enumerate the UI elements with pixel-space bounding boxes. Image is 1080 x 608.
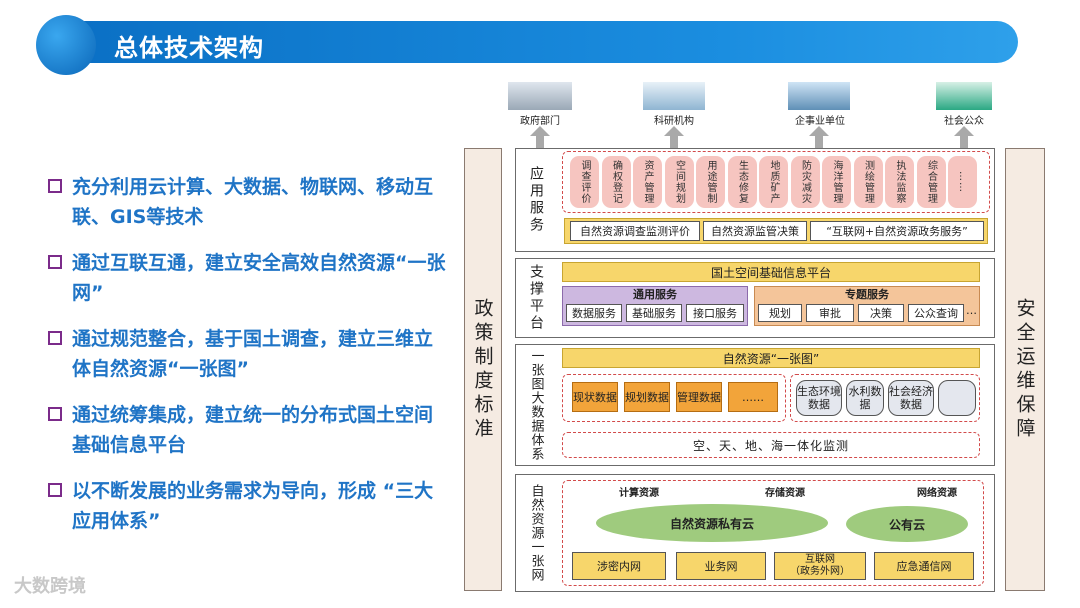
data-management: 管理数据: [676, 382, 722, 412]
data-water: 水利数据: [846, 380, 884, 416]
policy-standard-column: 政策制度标准: [464, 148, 502, 591]
entity-public: 社会公众: [922, 112, 1006, 127]
app-pill: 防灾减灾: [791, 156, 820, 208]
square-bullet-icon: [48, 331, 62, 345]
research-lab-image: [643, 82, 705, 110]
bullet-list: 充分利用云计算、大数据、物联网、移动互联、GIS等技术 通过互联互通，建立安全高…: [48, 172, 448, 552]
data-more: ……: [728, 382, 778, 412]
up-arrow-icon: [954, 126, 974, 136]
bullet-item: 通过互联互通，建立安全高效自然资源“一张网”: [48, 248, 448, 308]
special-planning: 规划: [758, 304, 802, 322]
public-people-image: [936, 82, 992, 110]
net-emergency: 应急通信网: [874, 552, 974, 580]
app-pill: 生态修复: [728, 156, 757, 208]
app-pill: 地质矿产: [759, 156, 788, 208]
network-resource: 网络资源: [902, 484, 972, 499]
app-pill: ……: [948, 156, 977, 208]
government-building-image: [508, 82, 572, 110]
layer-application-label: 应用服务: [518, 152, 554, 248]
app-gov-service: “互联网+自然资源政务服务”: [810, 221, 984, 241]
up-arrow-icon: [809, 126, 829, 136]
net-business: 业务网: [676, 552, 766, 580]
net-classified: 涉密内网: [572, 552, 666, 580]
security-ops-column: 安全运维保障: [1005, 148, 1045, 591]
layer-data-label: 一张图大数据体系: [518, 348, 554, 462]
app-pill: 用途管制: [696, 156, 725, 208]
app-pill: 执法监察: [885, 156, 914, 208]
square-bullet-icon: [48, 179, 62, 193]
arrow-stem: [536, 136, 544, 148]
layer-network-label: 自然资源一张网: [518, 478, 554, 588]
app-survey-eval: 自然资源调查监测评价: [570, 221, 700, 241]
square-bullet-icon: [48, 483, 62, 497]
public-cloud-icon: 公有云: [846, 506, 968, 542]
general-services-title: 通用服务: [562, 286, 748, 302]
arrow-stem: [670, 136, 678, 148]
data-title-bar: 自然资源“一张图”: [562, 348, 980, 368]
data-socioeconomic: 社会经济数据: [888, 380, 934, 416]
net-internet: 互联网 （政务外网）: [774, 552, 866, 580]
special-approval: 审批: [806, 304, 854, 322]
data-ecology: 生态环境数据: [796, 380, 842, 416]
arrow-stem: [815, 136, 823, 148]
platform-title-bar: 国土空间基础信息平台: [562, 262, 980, 282]
arrow-stem: [960, 136, 968, 148]
bullet-item: 通过规范整合，基于国土调查，建立三维立体自然资源“一张图”: [48, 324, 448, 384]
entity-government: 政府部门: [500, 112, 580, 127]
data-planning: 规划数据: [624, 382, 670, 412]
storage-resource: 存储资源: [750, 484, 820, 499]
app-pill: 调查评价: [570, 156, 599, 208]
header-circle-icon: [36, 15, 96, 75]
app-pill: 测绘管理: [854, 156, 883, 208]
integrated-monitoring: 空、天、地、海一体化监测: [562, 432, 980, 458]
private-cloud-icon: 自然资源私有云: [596, 504, 828, 542]
app-supervision: 自然资源监管决策: [703, 221, 807, 241]
bullet-item: 充分利用云计算、大数据、物联网、移动互联、GIS等技术: [48, 172, 448, 232]
app-pill: 海洋管理: [822, 156, 851, 208]
special-more: …: [966, 304, 978, 322]
app-pill: 空间规划: [665, 156, 694, 208]
general-api-service: 接口服务: [686, 304, 744, 322]
bullet-item: 以不断发展的业务需求为导向，形成 “三大应用体系”: [48, 476, 448, 536]
bullet-item: 通过统筹集成，建立统一的分布式国土空间基础信息平台: [48, 400, 448, 460]
app-pill: 资产管理: [633, 156, 662, 208]
app-pill: 确权登记: [602, 156, 631, 208]
entity-research: 科研机构: [634, 112, 714, 127]
data-current: 现状数据: [572, 382, 618, 412]
special-services-title: 专题服务: [754, 286, 980, 302]
watermark: 大数跨境: [14, 572, 86, 598]
square-bullet-icon: [48, 407, 62, 421]
square-bullet-icon: [48, 255, 62, 269]
app-pill: 综合管理: [917, 156, 946, 208]
enterprise-building-image: [788, 82, 850, 110]
page-title: 总体技术架构: [114, 28, 264, 63]
general-data-service: 数据服务: [566, 304, 622, 322]
data-database-icon: [938, 380, 976, 416]
entity-enterprise: 企事业单位: [778, 112, 862, 127]
up-arrow-icon: [664, 126, 684, 136]
special-decision: 决策: [858, 304, 904, 322]
general-basic-service: 基础服务: [626, 304, 682, 322]
special-public-query: 公众查询: [908, 304, 964, 322]
layer-support-label: 支撑平台: [518, 262, 554, 334]
up-arrow-icon: [530, 126, 550, 136]
compute-resource: 计算资源: [604, 484, 674, 499]
